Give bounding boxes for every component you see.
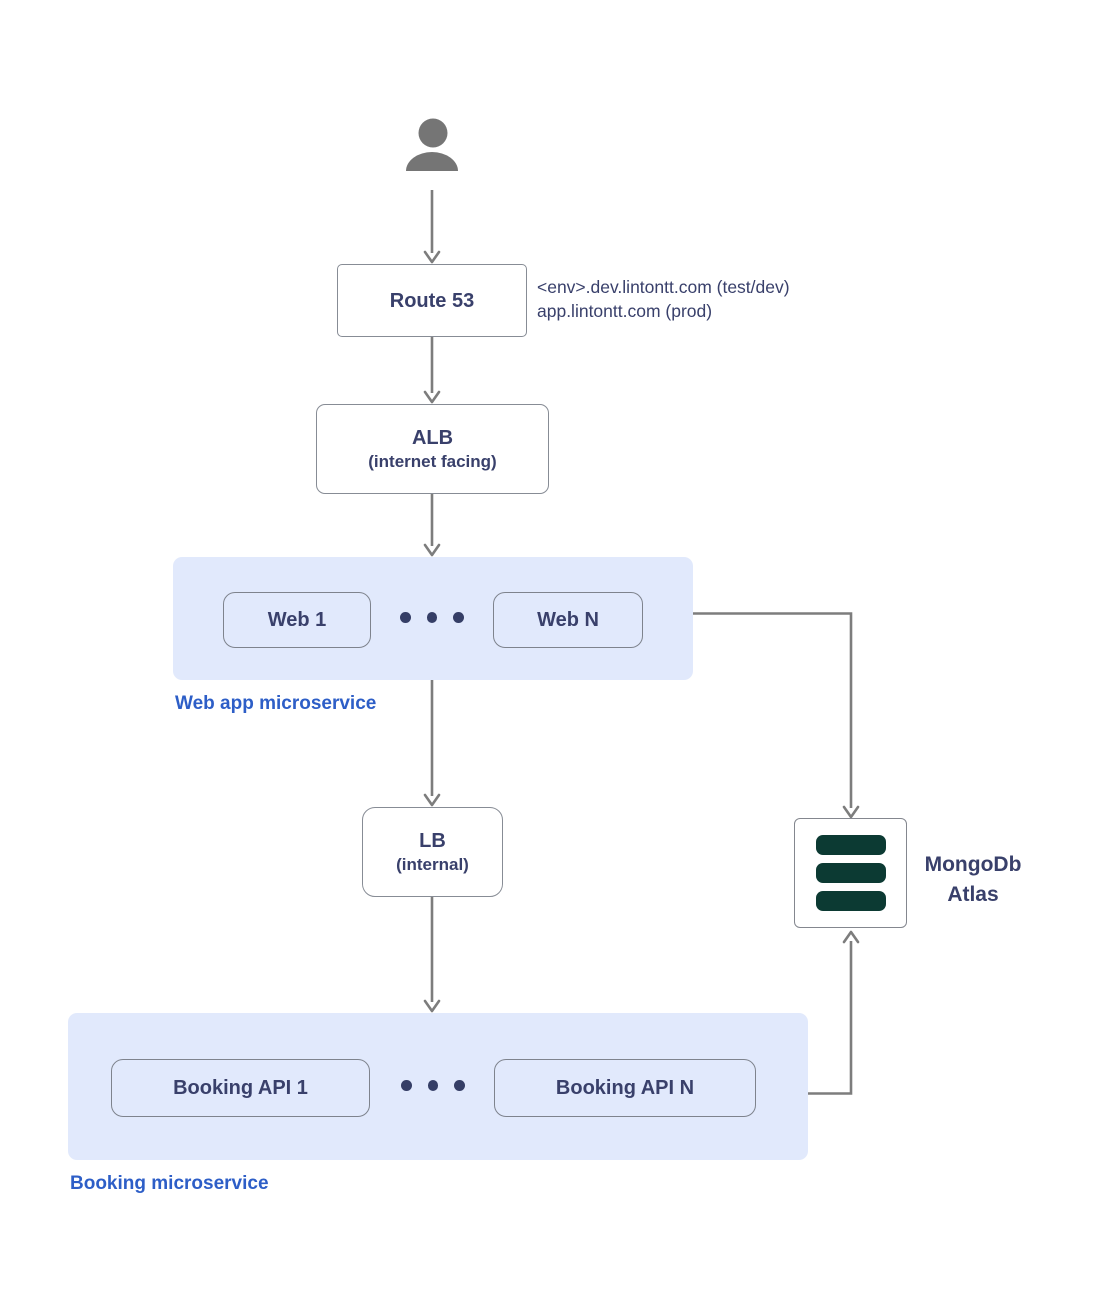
connector-booking-group-to-mongodb xyxy=(808,930,860,1095)
dot-icon xyxy=(401,1080,412,1091)
database-icon xyxy=(815,891,886,911)
route53-node: Route 53 xyxy=(337,264,527,337)
lb-subtitle: (internal) xyxy=(396,855,469,874)
dns-annotation-line1: <env>.dev.lintontt.com (test/dev) xyxy=(537,277,790,297)
person-icon xyxy=(406,118,458,171)
lb-title: LB xyxy=(419,830,446,852)
mongodb-label-line1: MongoDb xyxy=(924,853,1022,876)
dot-icon xyxy=(453,612,465,623)
mongodb-label-line2: Atlas xyxy=(947,883,999,906)
connector-web-group-to-mongodb xyxy=(693,612,860,819)
booking-group-label: Booking microservice xyxy=(70,1173,269,1194)
alb-node: ALB (internet facing) xyxy=(316,404,549,494)
booking-api-1-node: Booking API 1 xyxy=(111,1059,370,1117)
web-n-label: Web N xyxy=(537,608,599,631)
alb-title: ALB xyxy=(411,427,454,449)
database-icon xyxy=(815,835,886,855)
web-group-label: Web app microservice xyxy=(175,693,377,714)
web-1-node: Web 1 xyxy=(223,592,371,648)
booking-group-container xyxy=(68,1013,808,1160)
dns-annotation: <env>.dev.lintontt.com (test/dev) app.li… xyxy=(537,275,790,323)
dot-icon xyxy=(454,1080,466,1091)
ellipsis-dots-icon xyxy=(400,612,465,623)
route53-label: Route 53 xyxy=(389,289,475,312)
dot-icon xyxy=(400,612,411,623)
ellipsis-dots-icon xyxy=(401,1080,466,1091)
booking-api-1-label: Booking API 1 xyxy=(173,1076,308,1099)
alb-subtitle: (internet facing) xyxy=(368,452,497,471)
lb-node: LB (internal) xyxy=(362,807,503,897)
dot-icon xyxy=(426,612,438,623)
database-icon xyxy=(815,863,886,883)
dns-annotation-line2: app.lintontt.com (prod) xyxy=(537,301,713,321)
web-1-label: Web 1 xyxy=(267,608,327,631)
booking-api-n-node: Booking API N xyxy=(494,1059,756,1117)
mongodb-node xyxy=(794,818,907,928)
dot-icon xyxy=(427,1080,439,1091)
booking-api-n-label: Booking API N xyxy=(555,1076,695,1099)
web-n-node: Web N xyxy=(493,592,643,648)
mongodb-label: MongoDb Atlas xyxy=(908,850,1038,910)
